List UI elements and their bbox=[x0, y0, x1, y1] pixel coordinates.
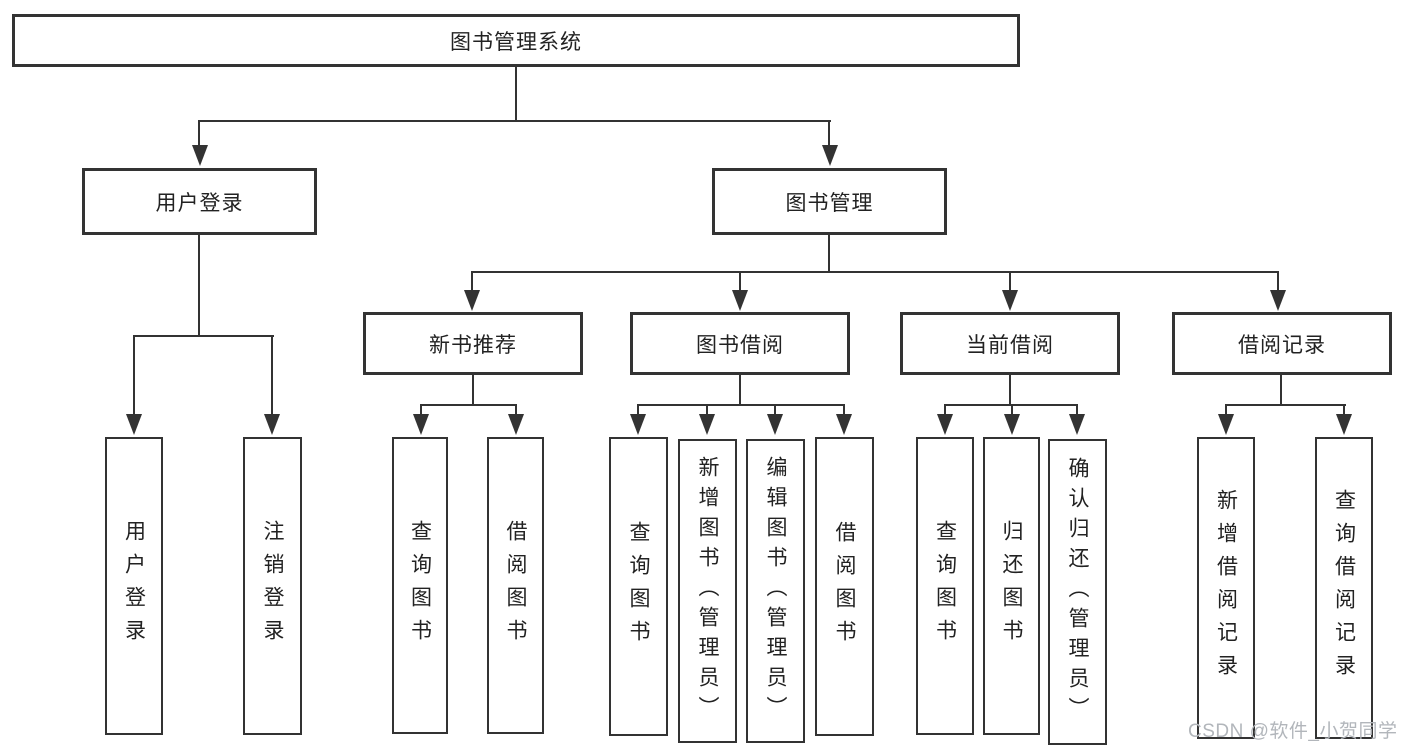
arrow-down-icon bbox=[699, 414, 715, 435]
connector-line bbox=[1011, 404, 1013, 416]
connector-line bbox=[198, 235, 200, 337]
leaf-record-query: 查询借阅记录 bbox=[1315, 437, 1373, 739]
arrow-down-icon bbox=[192, 145, 208, 166]
connector-line bbox=[133, 335, 135, 415]
connector-line bbox=[944, 404, 946, 416]
leaf-current-query: 查询图书 bbox=[916, 437, 974, 735]
connector-line bbox=[1225, 404, 1227, 416]
arrow-down-icon bbox=[413, 414, 429, 435]
arrow-down-icon bbox=[126, 414, 142, 435]
arrow-down-icon bbox=[1069, 414, 1085, 435]
connector-line bbox=[420, 404, 422, 416]
node-user-login: 用户登录 bbox=[82, 168, 317, 235]
connector-line bbox=[1009, 375, 1011, 406]
arrow-down-icon bbox=[732, 290, 748, 311]
connector-line bbox=[706, 404, 708, 416]
arrow-down-icon bbox=[1002, 290, 1018, 311]
connector-line bbox=[133, 335, 274, 337]
connector-line bbox=[515, 66, 517, 122]
leaf-borrow-query: 查询图书 bbox=[609, 437, 668, 736]
connector-line bbox=[637, 404, 639, 416]
leaf-borrow-borrow: 借阅图书 bbox=[815, 437, 874, 736]
arrow-down-icon bbox=[767, 414, 783, 435]
node-book-borrow: 图书借阅 bbox=[630, 312, 850, 375]
connector-line bbox=[843, 404, 845, 416]
node-new-book-recommend: 新书推荐 bbox=[363, 312, 583, 375]
leaf-newbook-query: 查询图书 bbox=[392, 437, 448, 734]
node-book-management: 图书管理 bbox=[712, 168, 947, 235]
arrow-down-icon bbox=[1270, 290, 1286, 311]
connector-line bbox=[198, 120, 200, 146]
arrow-down-icon bbox=[464, 290, 480, 311]
leaf-current-confirm-admin: 确认归还（管理员） bbox=[1048, 439, 1107, 745]
connector-line bbox=[515, 404, 517, 416]
leaf-user-login: 用户登录 bbox=[105, 437, 163, 735]
connector-line bbox=[420, 404, 517, 406]
arrow-down-icon bbox=[630, 414, 646, 435]
connector-line bbox=[739, 375, 741, 406]
leaf-current-return: 归还图书 bbox=[983, 437, 1040, 735]
connector-line bbox=[472, 375, 474, 406]
watermark: CSDN @软件_小贺同学 bbox=[1188, 721, 1398, 742]
connector-line bbox=[739, 271, 741, 292]
arrow-down-icon bbox=[264, 414, 280, 435]
connector-line bbox=[271, 335, 273, 415]
connector-line bbox=[1076, 404, 1078, 416]
arrow-down-icon bbox=[822, 145, 838, 166]
leaf-record-add: 新增借阅记录 bbox=[1197, 437, 1255, 739]
leaf-logout: 注销登录 bbox=[243, 437, 302, 735]
leaf-newbook-borrow: 借阅图书 bbox=[487, 437, 544, 734]
connector-line bbox=[1009, 271, 1011, 292]
connector-line bbox=[1225, 404, 1346, 406]
arrow-down-icon bbox=[1218, 414, 1234, 435]
connector-line bbox=[1343, 404, 1345, 416]
connector-line bbox=[828, 235, 830, 273]
arrow-down-icon bbox=[1004, 414, 1020, 435]
connector-line bbox=[1277, 271, 1279, 292]
arrow-down-icon bbox=[508, 414, 524, 435]
node-current-borrow: 当前借阅 bbox=[900, 312, 1120, 375]
node-root: 图书管理系统 bbox=[12, 14, 1020, 67]
node-borrow-records: 借阅记录 bbox=[1172, 312, 1392, 375]
connector-line bbox=[637, 404, 845, 406]
arrow-down-icon bbox=[1336, 414, 1352, 435]
leaf-borrow-add-admin: 新增图书（管理员） bbox=[678, 439, 737, 743]
arrow-down-icon bbox=[836, 414, 852, 435]
connector-line bbox=[1280, 375, 1282, 406]
connector-line bbox=[828, 120, 830, 146]
connector-line bbox=[199, 120, 831, 122]
connector-line bbox=[471, 271, 1279, 273]
connector-line bbox=[774, 404, 776, 416]
arrow-down-icon bbox=[937, 414, 953, 435]
connector-line bbox=[471, 271, 473, 292]
leaf-borrow-edit-admin: 编辑图书（管理员） bbox=[746, 439, 805, 743]
